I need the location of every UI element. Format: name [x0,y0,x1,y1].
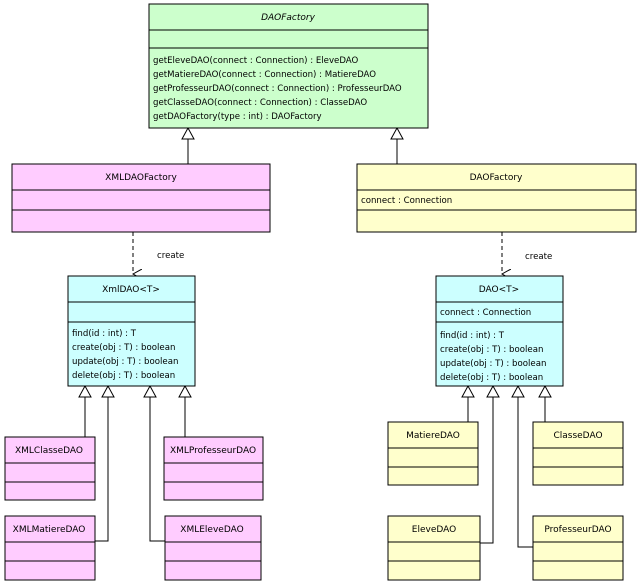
class-name: DAOFactory [470,173,523,183]
triangle-head [178,384,192,398]
triangle-head [78,384,92,398]
method: getMatiereDAO(connect : Connection) : Ma… [153,70,376,80]
class-xmlprofesseurdao[interactable]: XMLProfesseurDAO [163,436,264,501]
class-name: DAO<T> [479,285,519,295]
method: update(obj : T) : boolean [440,359,546,369]
class-xmleleve[interactable]: XMLEleveDAO [164,515,262,581]
create-label-left: create [157,251,184,261]
class-name: ProfesseurDAO [544,525,611,535]
class-xmldaofactory[interactable]: XMLDAOFactory [11,163,271,233]
method: getDAOFactory(type : int) : DAOFactory [153,112,322,122]
generalization-heads [78,126,552,398]
method: find(id : int) : T [72,329,137,339]
class-classedao[interactable]: ClasseDAO [532,421,624,486]
generalization-xmleleve [149,397,165,542]
class-name: EleveDAO [412,525,456,535]
method: create(obj : T) : boolean [440,345,543,355]
class-xmlclassedao[interactable]: XMLClasseDAO [4,436,96,501]
triangle-head [538,384,552,398]
method: find(id : int) : T [440,331,505,341]
attribute: connect : Connection [440,308,531,318]
class-daofactory[interactable]: DAOFactory connect : Connection [356,163,637,233]
class-name: XMLMatiereDAO [13,525,86,535]
method: getEleveDAO(connect : Connection) : Elev… [153,56,359,66]
generalization-xmlmatieredao [95,397,109,542]
method: delete(obj : T) : boolean [440,373,543,383]
class-daofactory-abstract[interactable]: DAOFactory getEleveDAO(connect : Connect… [148,3,429,129]
attribute: connect : Connection [361,196,452,206]
triangle-head [101,384,115,398]
triangle-head [511,384,525,398]
class-name: MatiereDAO [406,431,460,441]
class-xmlmatieredao[interactable]: XMLMatiereDAO [4,515,96,581]
class-xmldao[interactable]: XmlDAO<T> find(id : int) : T create(obj … [67,275,196,387]
triangle-head [390,126,404,140]
class-name: ClasseDAO [553,431,602,441]
class-name: DAOFactory [261,13,316,23]
triangle-head [181,126,195,140]
class-matieredao[interactable]: MatiereDAO [387,421,479,486]
triangle-head [486,384,500,398]
method: delete(obj : T) : boolean [72,371,175,381]
method: getProfesseurDAO(connect : Connection) :… [153,84,402,94]
class-name: XmlDAO<T> [102,285,160,295]
class-name: XMLProfesseurDAO [170,446,256,456]
edges [84,139,546,548]
generalization-professeurdao [517,397,533,548]
triangle-head [143,384,157,398]
create-label-right: create [525,252,552,262]
generalization-eleve [480,397,494,544]
method: update(obj : T) : boolean [72,357,178,367]
class-name: XMLDAOFactory [105,173,177,183]
method: getClasseDAO(connect : Connection) : Cla… [153,98,367,108]
triangle-head [461,384,475,398]
class-name: XMLClasseDAO [15,446,83,456]
class-professeurdao[interactable]: ProfesseurDAO [532,515,624,581]
class-dao[interactable]: DAO<T> connect : Connection find(id : in… [435,275,564,387]
method: create(obj : T) : boolean [72,343,175,353]
class-name: XMLEleveDAO [180,525,243,535]
class-elevedao[interactable]: EleveDAO [387,515,481,581]
